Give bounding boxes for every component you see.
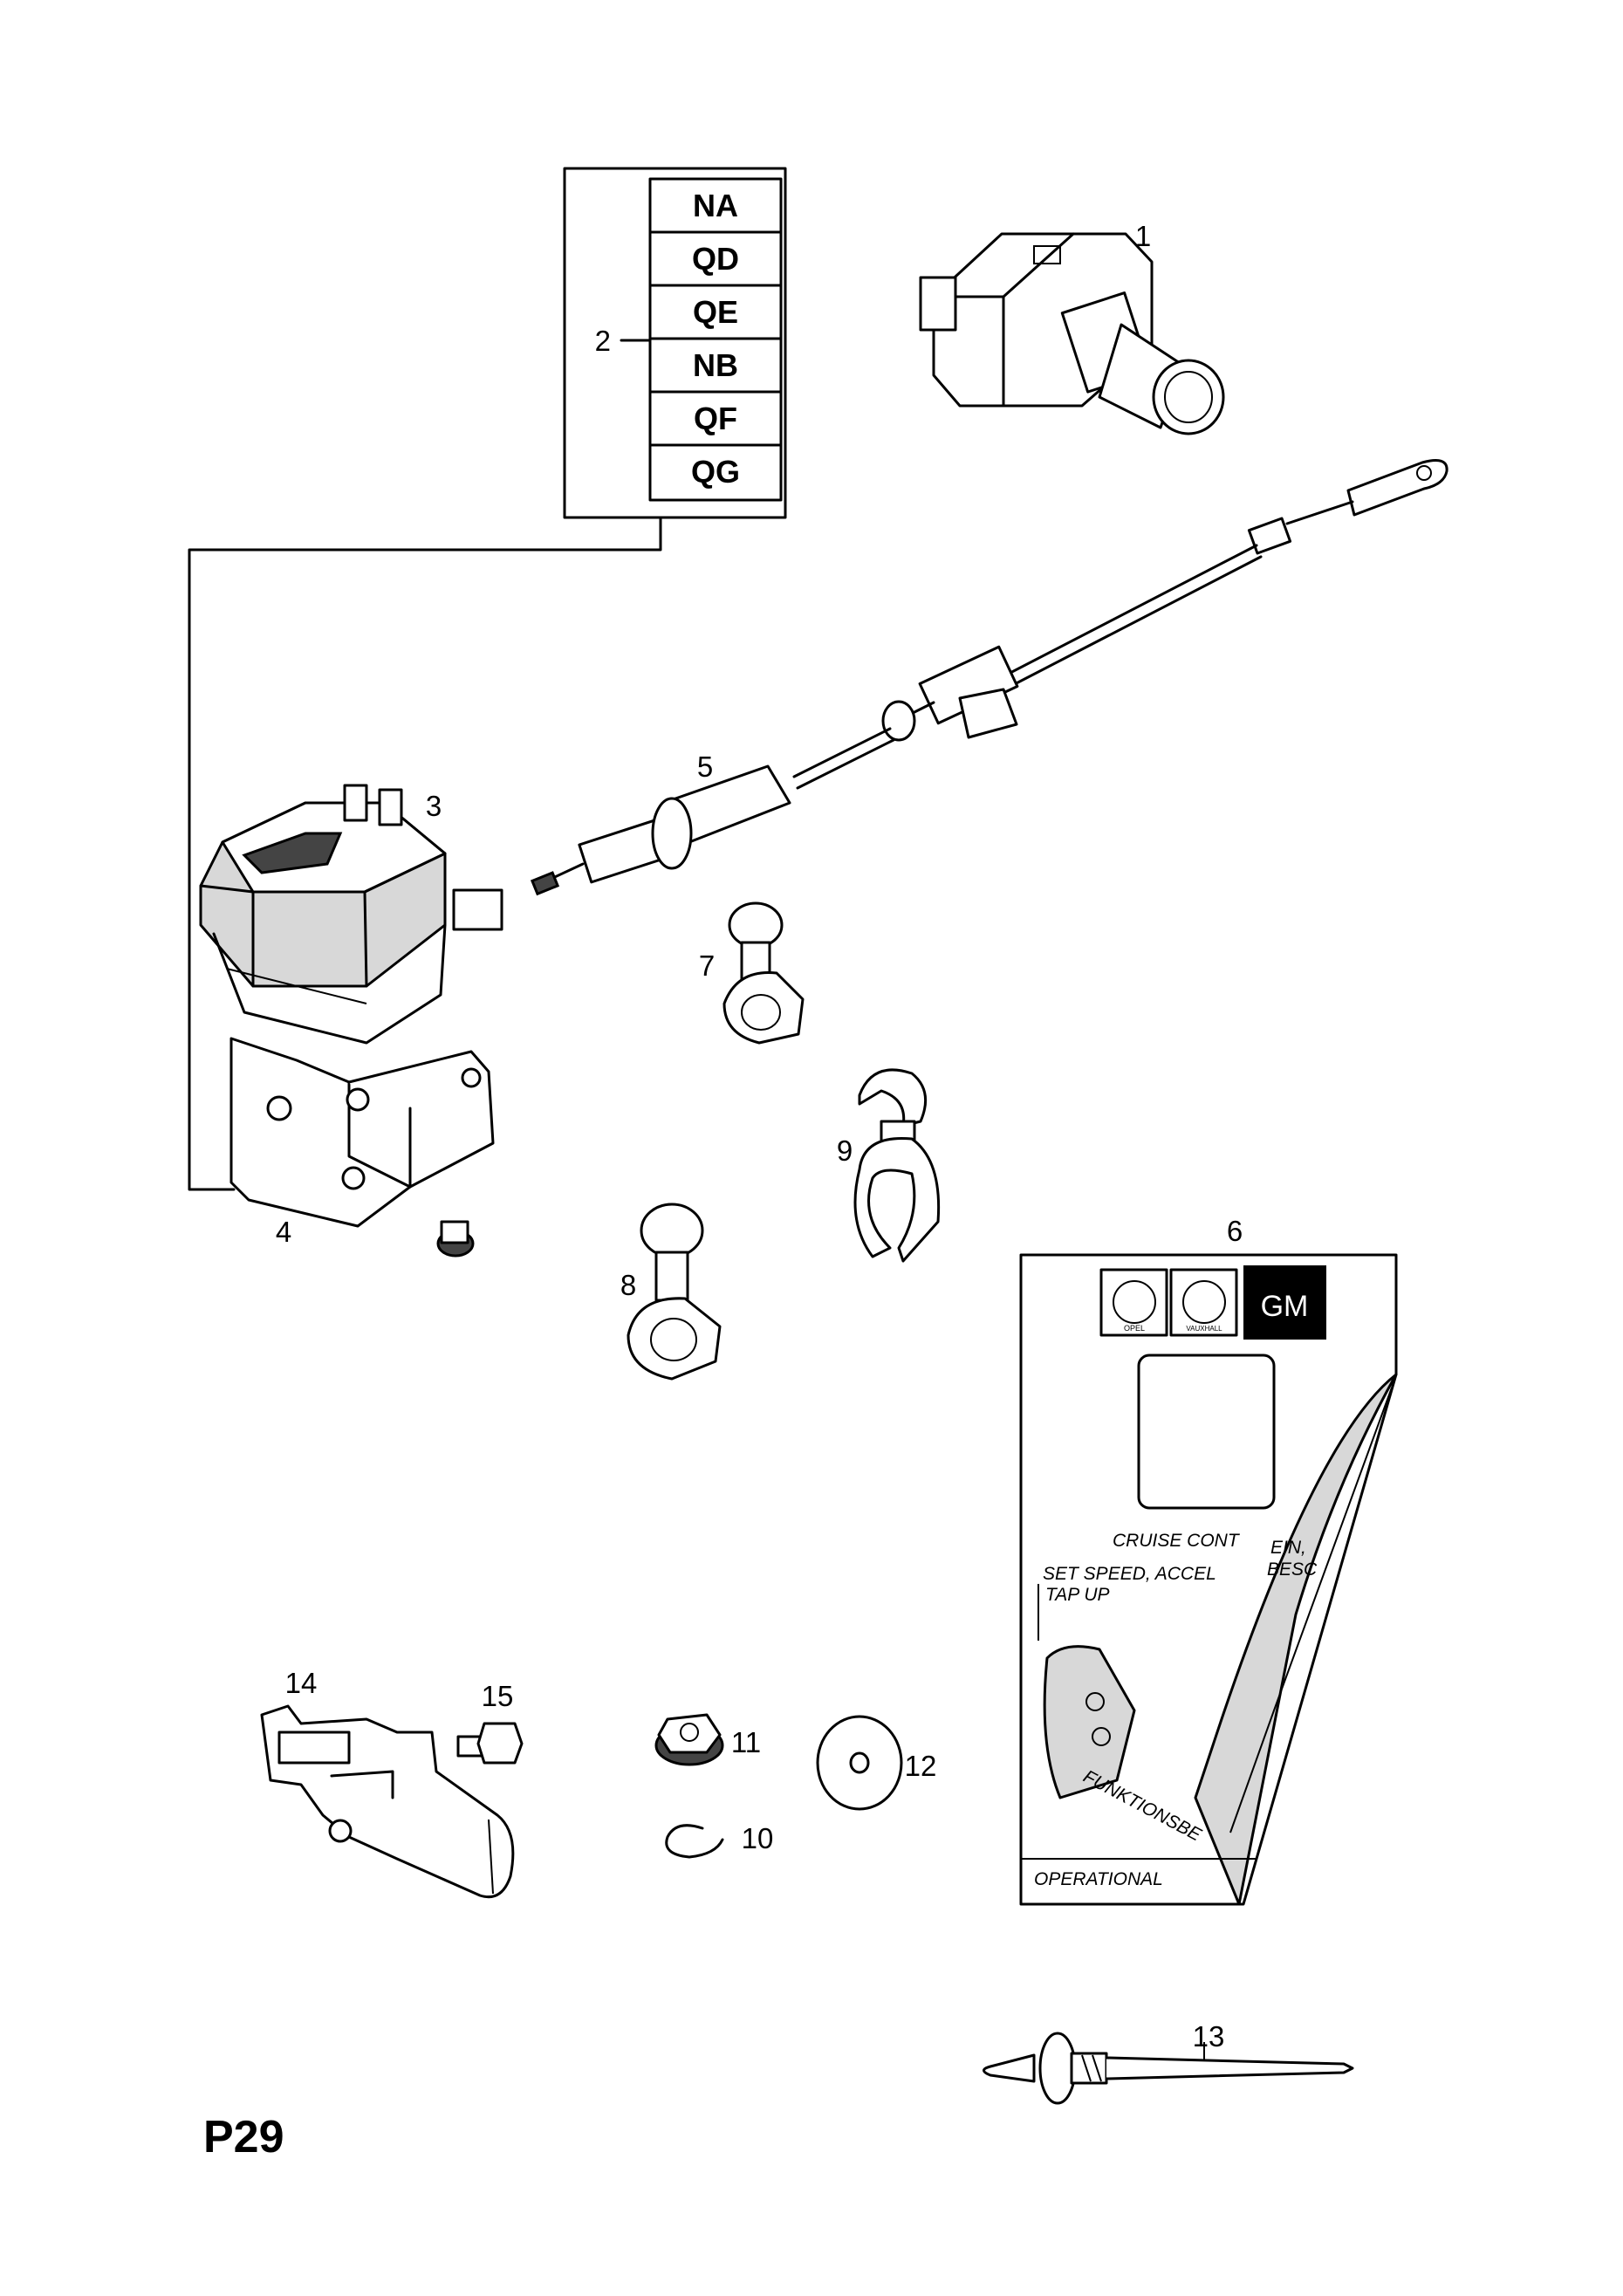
callout-4: 4 (276, 1216, 291, 1248)
sheet-line-1: SET SPEED, ACCEL (1043, 1564, 1216, 1584)
callout-12: 12 (905, 1750, 937, 1782)
callout-11: 11 (731, 1726, 761, 1758)
sheet-line-5: EIN, (1270, 1538, 1306, 1558)
logo-vauxhall: VAUXHALL (1186, 1325, 1222, 1333)
code-qf: QF (694, 401, 737, 436)
washer-icon: 12 (816, 1715, 937, 1811)
sheet-footer: OPERATIONAL (1034, 1869, 1163, 1889)
callout-8: 8 (620, 1269, 636, 1301)
code-qd: QD (692, 241, 739, 277)
callout-15: 15 (482, 1680, 514, 1712)
code-na: NA (693, 188, 738, 223)
callout-3: 3 (426, 790, 442, 822)
sheet-line-6: BESC (1267, 1559, 1318, 1580)
callout-9: 9 (837, 1134, 853, 1167)
control-unit-icon: 3 (199, 784, 503, 1045)
gm-logo (1243, 1265, 1326, 1340)
callout-5: 5 (697, 750, 713, 783)
stud-icon: 15 (456, 1680, 524, 1765)
nut-icon: 11 (654, 1713, 761, 1766)
circlip-icon: 10 (665, 1822, 774, 1859)
callout-6: 6 (1227, 1215, 1243, 1247)
code-qg: QG (691, 454, 740, 490)
actuator-cable-icon: 5 (530, 459, 1448, 896)
switch-icon: 1 (919, 220, 1225, 435)
pedal-bracket-icon: 14 (260, 1667, 515, 1899)
logo-opel: OPEL (1124, 1324, 1145, 1333)
callout-13: 13 (1193, 2020, 1225, 2053)
callout-14: 14 (285, 1667, 318, 1699)
code-qe: QE (693, 294, 738, 330)
callout-2: 2 (595, 325, 611, 357)
sheet-line-2: TAP UP (1045, 1585, 1110, 1605)
screw-icon (436, 1220, 475, 1258)
booklet-icon: OPEL VAUXHALL GM CRUISE CONT SET SPEED, … (1019, 1215, 1398, 1906)
page-id: P29 (203, 2112, 284, 2162)
clip-icon: 7 9 8 (620, 901, 941, 1381)
callout-10: 10 (742, 1822, 774, 1854)
sheet-title: CRUISE CONT (1113, 1531, 1241, 1551)
logo-gm: GM (1261, 1290, 1309, 1323)
callout-1: 1 (1135, 220, 1151, 252)
bracket-icon: 4 (229, 1037, 495, 1248)
callout-7: 7 (699, 949, 715, 982)
code-nb: NB (693, 347, 738, 383)
press-stud-icon: 13 (983, 2020, 1354, 2105)
variant-code-table: NA QD QE NB QF QG 2 (188, 167, 787, 1191)
